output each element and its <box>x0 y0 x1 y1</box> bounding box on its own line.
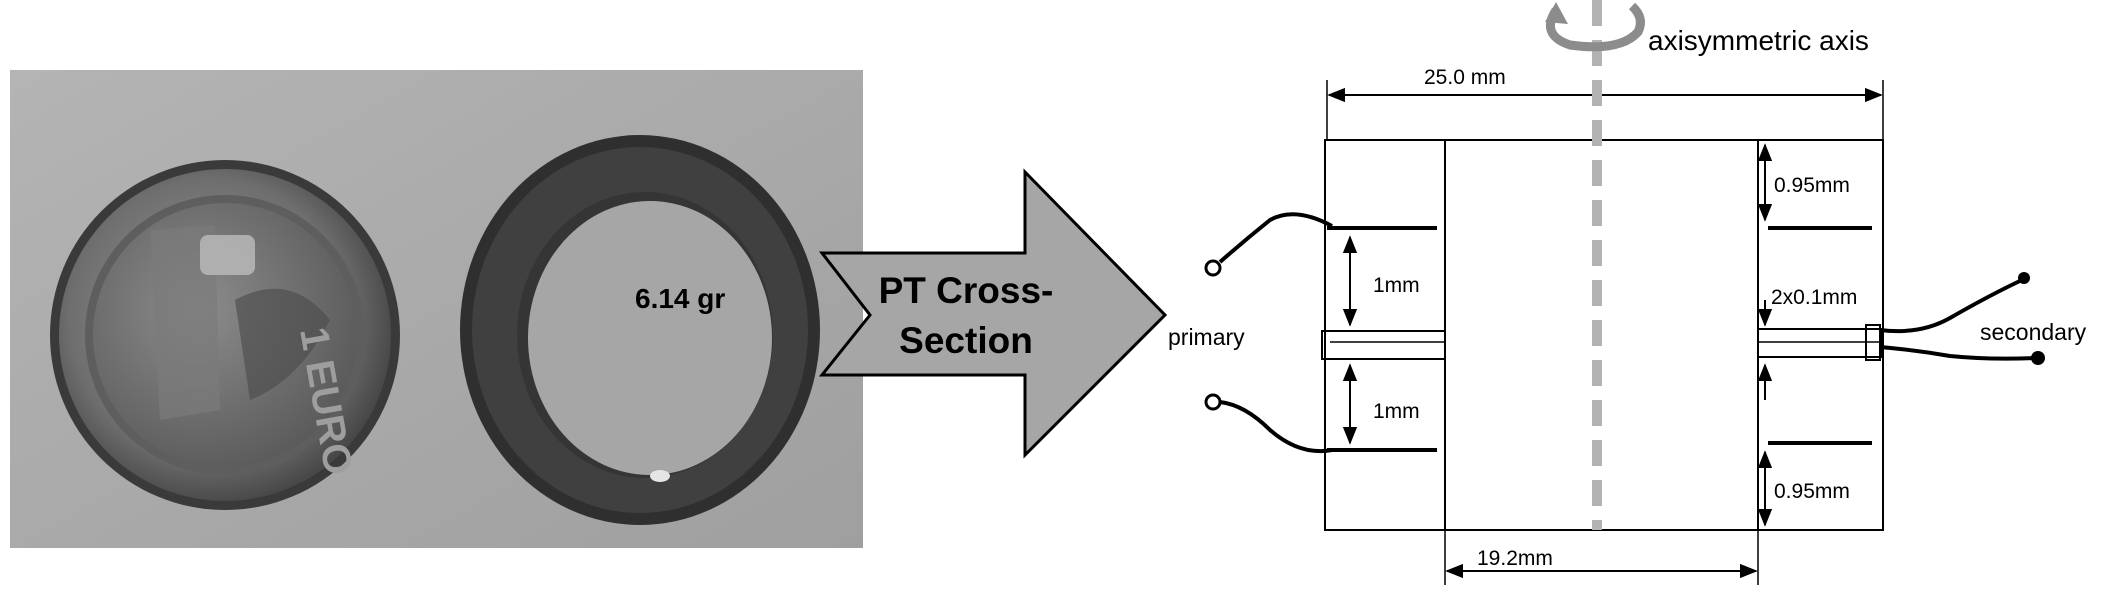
axis-label: axisymmetric axis <box>1648 25 1869 56</box>
primary-label: primary <box>1168 324 1245 350</box>
schematic-labels: axisymmetric axis 25.0 mm 19.2mm 0.95mm … <box>1168 25 2087 570</box>
mass-label: 6.14 gr <box>635 283 725 314</box>
outer-diameter-label: 25.0 mm <box>1424 66 1506 89</box>
cross-section-schematic <box>1204 0 2045 585</box>
primary-lead-bottom <box>1219 400 1333 454</box>
rotation-arrow-icon <box>1545 2 1645 52</box>
photo-panel: 1 EURO 6.14 gr <box>10 70 863 548</box>
primary-lower-label: 1mm <box>1373 400 1420 423</box>
primary-center-electrode <box>1321 330 1446 360</box>
secondary-label: secondary <box>1980 319 2087 345</box>
secondary-lead-bottom <box>1879 345 2037 361</box>
secondary-terminal-top <box>2018 272 2030 284</box>
secondary-lead-top <box>1879 278 2023 334</box>
arrow-label-line2: Section <box>899 320 1033 361</box>
inner-diameter-label: 19.2mm <box>1477 547 1553 570</box>
euro-coin-image: 1 EURO <box>50 160 400 510</box>
secondary-thickness-label: 2x0.1mm <box>1771 286 1857 309</box>
cross-section-arrow: PT Cross- Section <box>818 168 1168 459</box>
top-layer-label: 0.95mm <box>1774 174 1850 197</box>
transformer-ring-image <box>460 135 820 525</box>
primary-terminal-bottom <box>1204 393 1222 411</box>
primary-lead-top <box>1218 212 1333 264</box>
secondary-terminal-bottom <box>2031 351 2045 365</box>
primary-upper-label: 1mm <box>1373 274 1420 297</box>
primary-terminal-top <box>1204 259 1222 277</box>
transformer-body <box>1324 139 1884 531</box>
bottom-layer-label: 0.95mm <box>1774 480 1850 503</box>
secondary-center-electrode <box>1757 328 1883 358</box>
arrow-label-line1: PT Cross- <box>879 270 1054 311</box>
arrow-shape <box>818 168 1168 459</box>
